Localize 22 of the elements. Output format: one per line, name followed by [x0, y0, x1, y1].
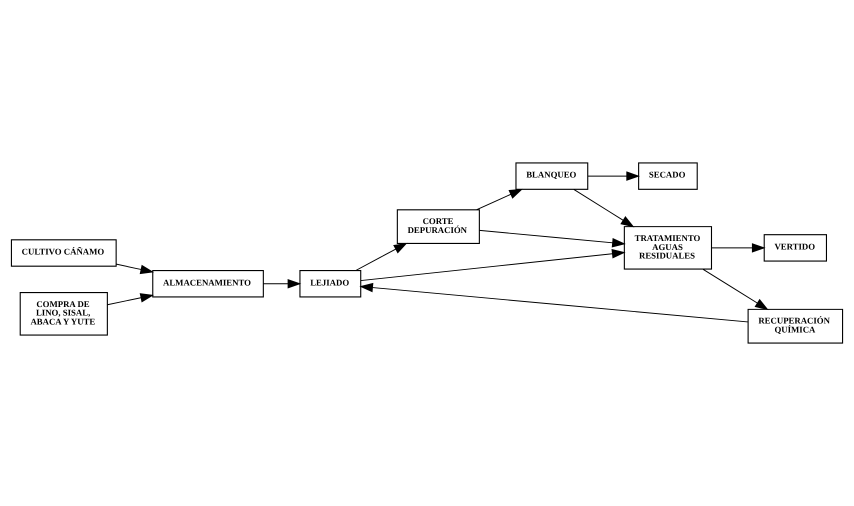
node-box: LEJIADO — [299, 270, 362, 298]
arrow — [263, 278, 302, 289]
node-box: ALMACENAMIENTO — [152, 270, 264, 298]
node-box: CULTIVO CÁÑAMO — [10, 239, 117, 267]
arrow — [116, 264, 154, 274]
node-box: SECADO — [638, 162, 698, 190]
arrow — [702, 268, 769, 310]
node-box: BLANQUEO — [515, 162, 588, 190]
arrow — [587, 171, 640, 181]
arrow — [476, 188, 523, 210]
node-box: CORTE DEPURACIÓN — [396, 209, 480, 244]
node-box: TRATAMIENTO AGUAS RESIDUALES — [624, 226, 712, 270]
arrow — [711, 243, 766, 253]
arrow — [360, 249, 626, 282]
arrow — [106, 293, 154, 306]
arrow — [573, 188, 634, 228]
arrow — [359, 282, 748, 322]
arrow — [355, 242, 408, 271]
node-box: RECUPERACIÓN QUÍMICA — [748, 308, 844, 344]
node-box: VERTIDO — [764, 234, 827, 262]
arrow — [479, 230, 626, 248]
node-box: COMPRA DE LINO, SISAL, ABACA Y YUTE — [20, 292, 108, 336]
